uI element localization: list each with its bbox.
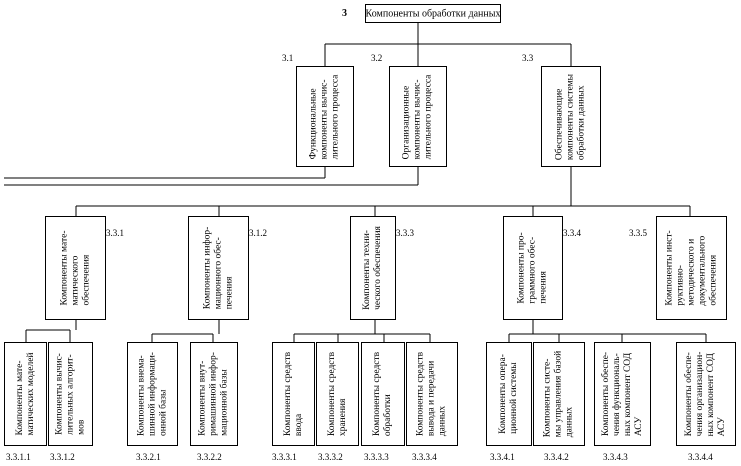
leaf-label: Компоненты обеспе- чения функциональ- ны… [600,351,644,437]
leaf-box: Компоненты обеспе- чения функциональ- ны… [594,342,651,446]
leaf-number: 3.3.3.2 [318,452,343,462]
leaf-box: Компоненты средств вывода и передачи дан… [406,342,458,446]
leaf-label: Компоненты средств вывода и передачи дан… [415,351,448,437]
leaf-label: Компоненты мате- матических моделей [14,352,36,436]
node-box: Обеспечивающие компоненты системы обрабо… [541,66,601,167]
leaf-label: Компоненты средств ввода [282,351,304,437]
node-number: 3.3.1 [106,228,124,238]
node-box: Компоненты про- граммного обес- печения [503,216,563,320]
leaf-number: 3.3.4.2 [544,452,569,462]
node-box: Организационные компоненты вычис- литель… [389,66,447,167]
node-box: Компоненты инфор- мационного обес- печен… [188,216,249,320]
node-label: Организационные компоненты вычис- литель… [401,74,434,159]
leaf-box: Компоненты мате- матических моделей [4,342,47,446]
node-label: Компоненты про- граммного обес- печения [516,232,549,304]
leaf-label: Компоненты средств хранения [326,351,348,437]
leaf-box: Компоненты опера- ционной системы [486,342,532,446]
node-number: 3.3 [522,53,534,63]
leaf-label: Компоненты внема- шинной информаци- онно… [136,352,168,436]
node-label: Компоненты техни- ческого обеспечения [362,226,383,310]
node-label: Компоненты инст- руктивно- методического… [664,230,718,306]
leaf-box: Компоненты систе- мы управления базой да… [533,342,585,446]
leaf-number: 3.3.2.2 [197,452,222,462]
leaf-number: 3.3.1.1 [6,452,31,462]
node-number: 3.3.5 [629,228,647,238]
node-box: Функциональные компоненты вычис- лительн… [296,66,354,167]
leaf-number: 3.3.3.4 [412,452,437,462]
leaf-number: 3.3.4.4 [688,452,713,462]
node-box: Компоненты мате- матического обеспечения [45,216,106,320]
leaf-label: Компоненты обеспе- чения организацион- н… [684,351,727,437]
leaf-box: Компоненты вычис- лительных алгорит- мов [48,342,93,446]
root-box: Компоненты обработки данных [365,4,501,23]
leaf-box: Компоненты внема- шинной информаци- онно… [127,342,178,446]
leaf-box: Компоненты обеспе- чения организацион- н… [676,342,736,446]
leaf-box: Компоненты средств ввода [272,342,315,446]
leaf-box: Компоненты внут- римашинной инфор- мацио… [190,342,238,446]
node-number: 3.3.4 [563,228,581,238]
leaf-number: 3.3.2.1 [136,452,161,462]
root-label: Компоненты обработки данных [365,8,501,19]
leaf-box: Компоненты средств обработки [361,342,405,446]
root-number: 3 [342,8,347,19]
node-label: Обеспечивающие компоненты системы обрабо… [554,73,587,160]
node-box: Компоненты техни- ческого обеспечения [350,216,396,320]
node-label: Компоненты мате- матического обеспечения [59,230,91,306]
node-number: 3.2 [371,53,383,63]
node-number: 3.1 [282,53,294,63]
leaf-number: 3.3.3.1 [272,452,297,462]
leaf-number: 3.3.4.1 [490,452,515,462]
leaf-box: Компоненты средств хранения [316,342,359,446]
node-box: Компоненты инст- руктивно- методического… [656,216,727,320]
leaf-label: Компоненты опера- ционной системы [498,354,519,434]
leaf-number: 3.3.3.3 [364,452,389,462]
leaf-number: 3.3.1.2 [50,452,75,462]
node-label: Функциональные компоненты вычис- лительн… [308,74,341,159]
leaf-number: 3.3.4.3 [603,452,628,462]
node-number: 3.1.2 [249,228,267,238]
leaf-label: Компоненты внут- римашинной инфор- мацио… [197,352,230,436]
leaf-label: Компоненты вычис- лительных алгорит- мов [54,353,86,435]
node-label: Компоненты инфор- мационного обес- печен… [202,226,234,310]
leaf-label: Компоненты систе- мы управления базой да… [542,350,575,438]
leaf-label: Компоненты средств обработки [372,351,393,437]
node-number: 3.3.3 [396,228,414,238]
